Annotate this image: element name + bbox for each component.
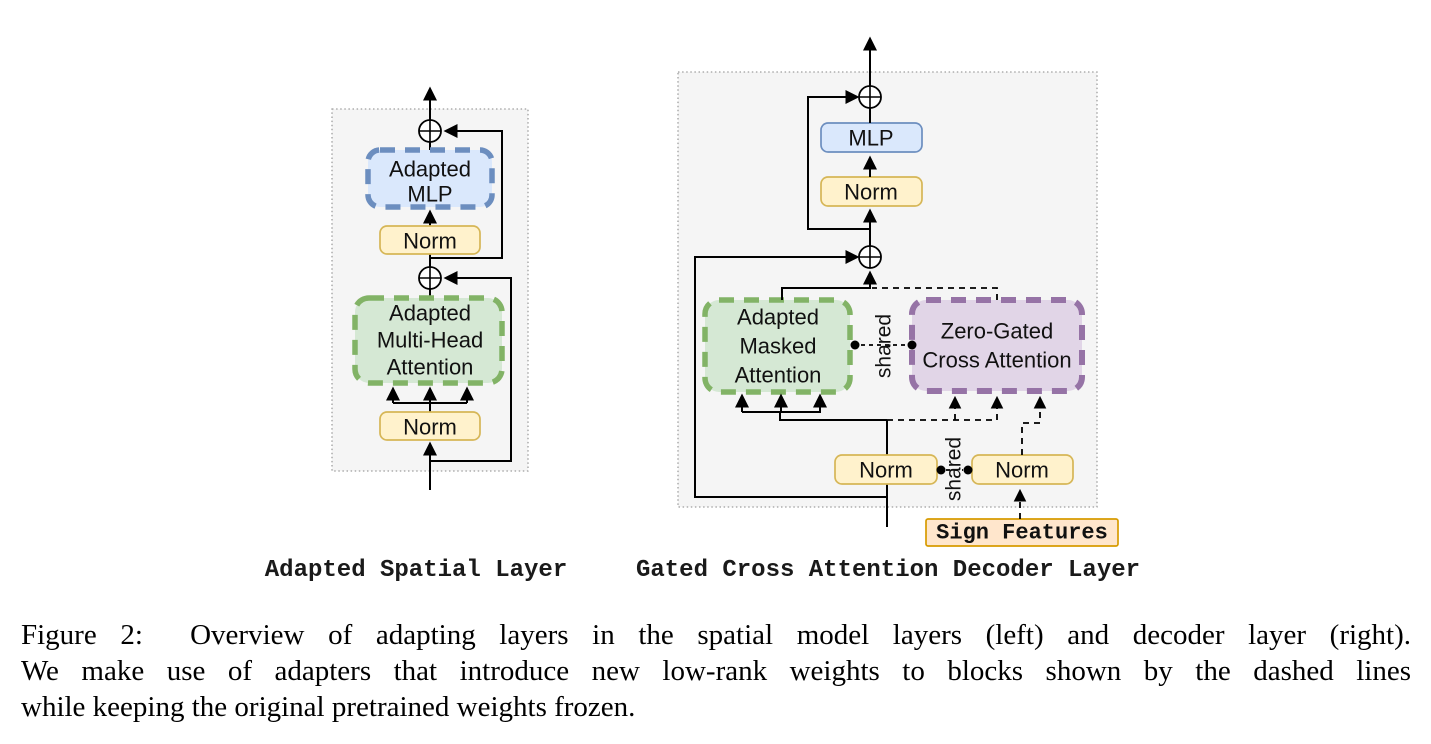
figure-canvas: Adapted MLP Norm Adapted Multi-Head Atte… <box>331 36 1119 547</box>
mlp-box <box>820 122 923 153</box>
adapted-mha-block: Adapted Multi-Head Attention <box>352 295 505 386</box>
norm-upper-box <box>379 225 481 255</box>
adapted-mlp-label-1: Adapted <box>389 157 471 182</box>
attention-sum-node <box>858 245 882 269</box>
caption-line: while keeping the original pretrained we… <box>21 691 636 723</box>
shared-norm-connector: shared <box>936 437 973 501</box>
norm-upper-block: Norm <box>820 176 923 207</box>
norm-lower-label: Norm <box>403 415 457 440</box>
shared-norm-label: shared <box>943 437 966 501</box>
adapted-mha-label-1: Adapted <box>389 301 471 326</box>
caption-line: We make use of adapters that introduce n… <box>21 655 1411 687</box>
left-diagram-label: Adapted Spatial Layer <box>264 557 568 584</box>
attention-residual-wire <box>430 271 512 462</box>
attention-residual-wire <box>694 250 887 498</box>
bullet-icon <box>850 340 860 350</box>
adapted-mlp-label-2: MLP <box>407 182 452 207</box>
adapted-spatial-layer-diagram: Adapted MLP Norm Adapted Multi-Head Atte… <box>331 86 529 490</box>
plus-icon <box>859 246 881 268</box>
plus-icon <box>419 120 441 142</box>
mlp-block: MLP <box>820 122 923 153</box>
shared-attention-label: shared <box>873 314 896 378</box>
plus-icon <box>859 86 881 108</box>
bullet-icon <box>963 465 973 475</box>
zero-gated-cross-attention-label-2: Cross Attention <box>922 348 1071 373</box>
right-diagram-label: Gated Cross Attention Decoder Layer <box>635 557 1141 584</box>
attention-output-wire <box>781 270 877 300</box>
norm-upper-block: Norm <box>379 225 481 255</box>
zero-gated-cross-attention-label-1: Zero-Gated <box>941 319 1054 344</box>
sign-features-label: Sign Features <box>936 521 1108 546</box>
zero-gated-cross-attention-block: Zero-Gated Cross Attention <box>909 297 1085 394</box>
norm-upper-label: Norm <box>844 180 898 205</box>
adapted-masked-attention-block: Adapted Masked Attention <box>702 297 853 395</box>
adapted-mha-label-2: Multi-Head <box>377 328 483 353</box>
norm-cross-block: Norm <box>971 454 1074 485</box>
mlp-residual-wire <box>430 124 503 259</box>
norm-upper-label: Norm <box>403 229 457 254</box>
gated-cross-attention-decoder-diagram: MLP Norm Adapted Masked Attention Zero-G… <box>677 36 1119 547</box>
caption-line: Figure 2: Overview of adapting layers in… <box>21 619 1411 651</box>
sign-features-block: Sign Features <box>925 518 1119 547</box>
attention-sum-node <box>418 266 442 290</box>
adapted-mlp-block: Adapted MLP <box>365 147 495 210</box>
zero-gated-cross-attention-box <box>909 297 1085 394</box>
mlp-sum-node <box>418 119 442 143</box>
norm-self-block: Norm <box>834 454 938 485</box>
plus-icon <box>419 267 441 289</box>
gated-output-wire <box>872 287 998 300</box>
adapted-mha-label-3: Attention <box>387 355 474 380</box>
norm-cross-label: Norm <box>995 458 1049 483</box>
adapted-masked-attention-box <box>702 297 853 395</box>
bullet-icon <box>936 465 946 475</box>
mlp-sum-node <box>858 85 882 109</box>
norm-self-label: Norm <box>859 458 913 483</box>
adapted-mlp-box <box>365 147 495 210</box>
mlp-residual-wire <box>807 90 870 230</box>
norm-lower-box <box>379 411 481 441</box>
adapted-mha-box <box>352 295 505 386</box>
bullet-icon <box>907 340 917 350</box>
adapted-masked-attention-label-1: Adapted <box>737 305 819 330</box>
figure-caption: Figure 2: Overview of adapting layers in… <box>21 617 1411 725</box>
adapted-masked-attention-label-3: Attention <box>735 363 822 388</box>
shared-attention-connector: shared <box>850 314 917 378</box>
norm-lower-block: Norm <box>379 411 481 441</box>
adapted-masked-attention-label-2: Masked <box>739 334 816 359</box>
sign-features-box <box>925 518 1119 547</box>
mlp-label: MLP <box>848 126 893 151</box>
norm-upper-box <box>820 176 923 207</box>
cross-kv-wire <box>1021 395 1047 455</box>
